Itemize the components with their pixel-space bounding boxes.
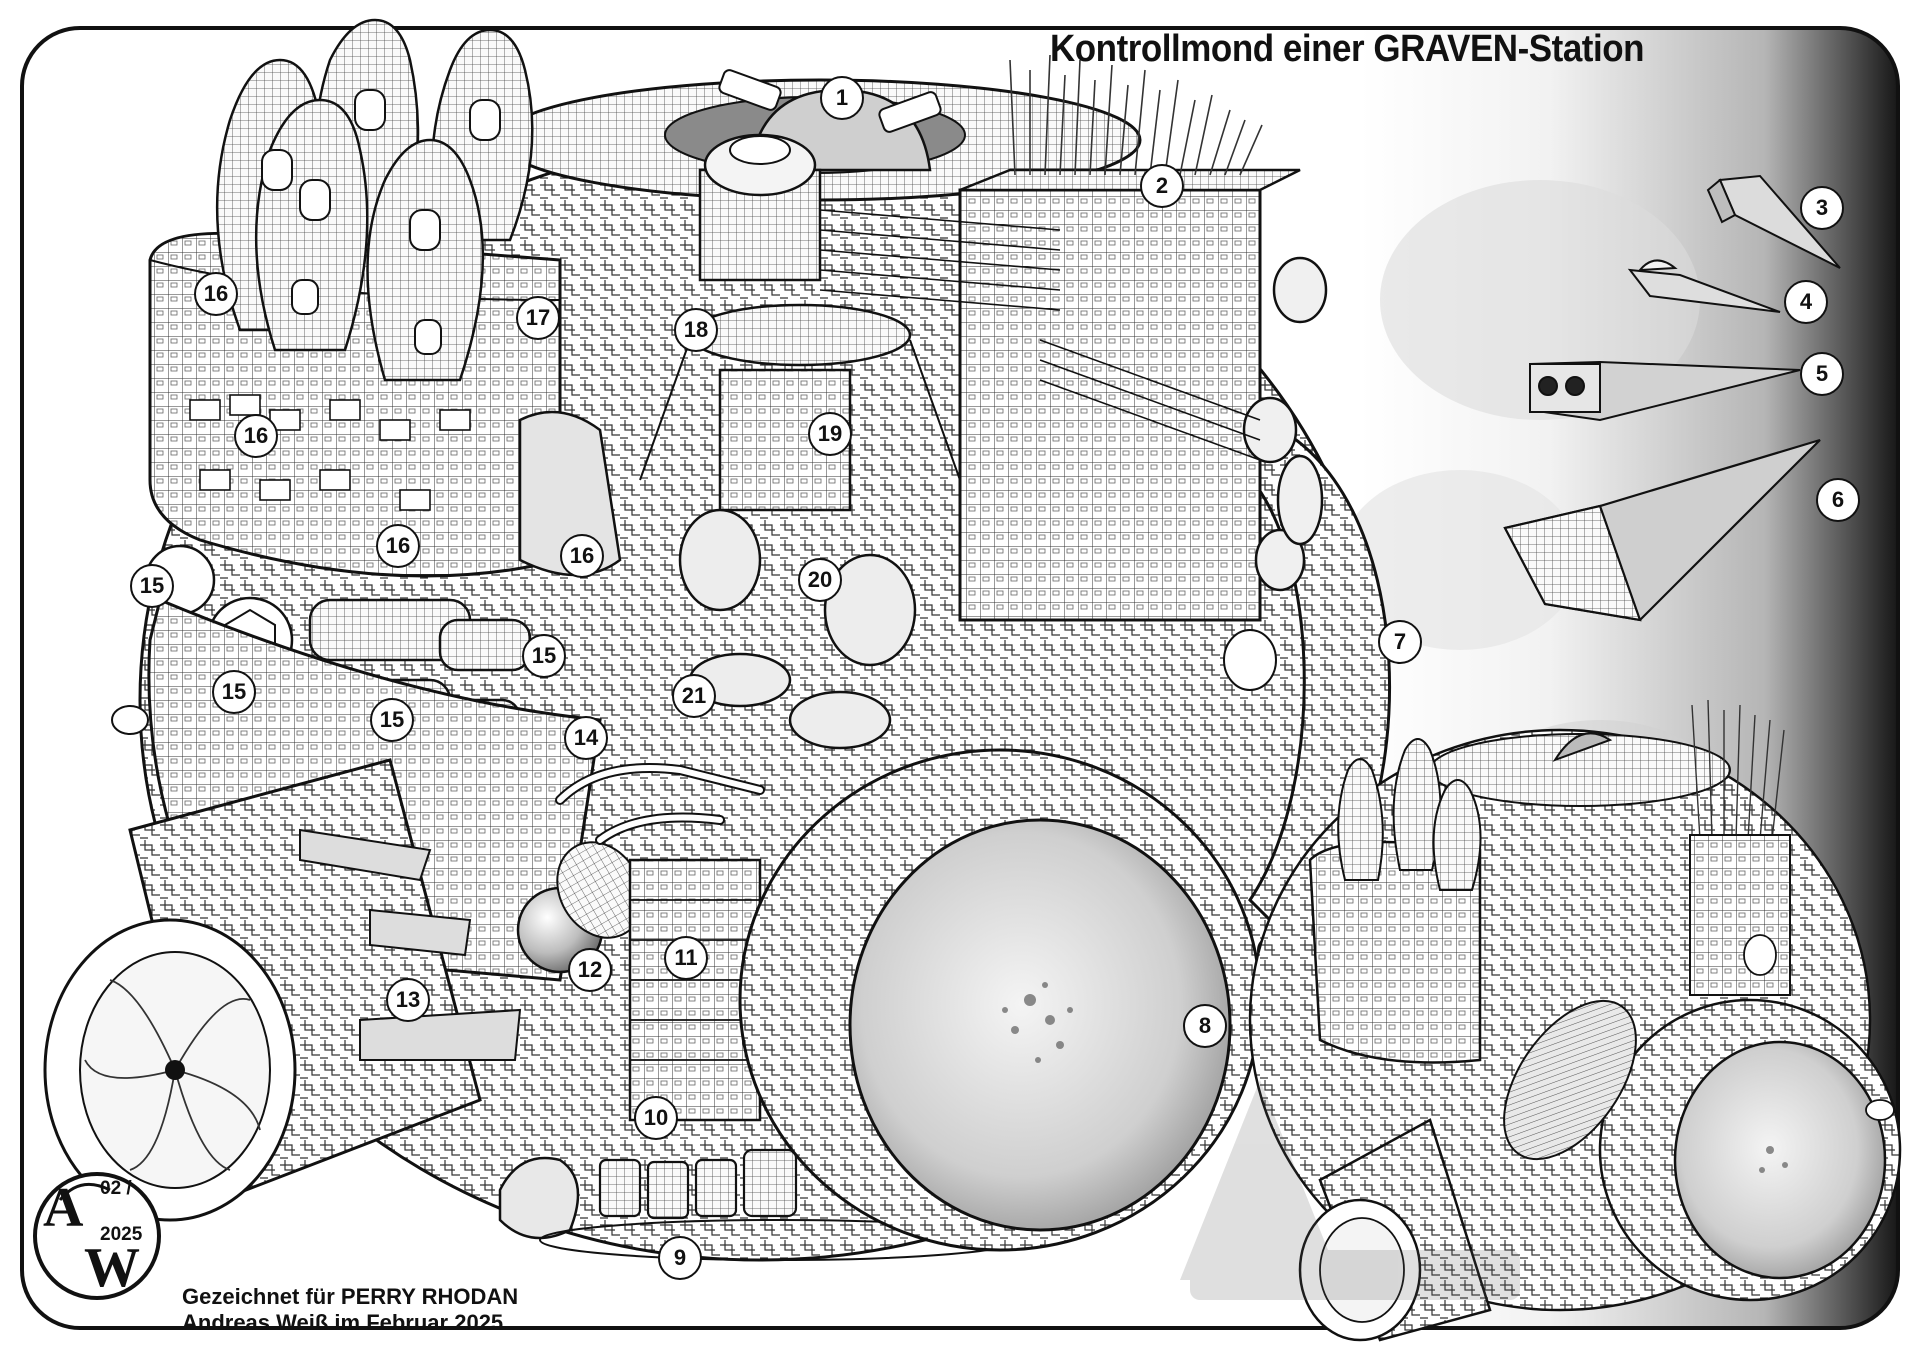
callout-marker: 6: [1816, 478, 1860, 522]
callout-marker: 9: [658, 1236, 702, 1280]
callout-marker: 12: [568, 948, 612, 992]
watermark: [1180, 1080, 1520, 1300]
callout-marker: 15: [522, 634, 566, 678]
poster-title: Kontrollmond einer GRAVEN-Station: [1050, 28, 1645, 70]
overview-station: [1248, 699, 1902, 1342]
ship-4: [1627, 259, 1781, 313]
callout-marker: 11: [664, 936, 708, 980]
callout-marker: 4: [1784, 280, 1828, 324]
signature-issue: 02 /: [100, 1178, 132, 1199]
callout-marker: 15: [130, 564, 174, 608]
credit-line-2: Andreas Weiß im Februar 2025: [182, 1310, 504, 1335]
ship-5: [1529, 360, 1801, 422]
callout-marker: 16: [560, 534, 604, 578]
callout-marker: 19: [808, 412, 852, 456]
callout-marker: 16: [234, 414, 278, 458]
signature-initial-w: W: [84, 1237, 140, 1299]
callout-marker: 8: [1183, 1004, 1227, 1048]
main-station: [43, 18, 1391, 1262]
callout-marker: 18: [674, 308, 718, 352]
callout-marker: 13: [386, 978, 430, 1022]
callout-marker: 7: [1378, 620, 1422, 664]
callout-marker: 1: [820, 76, 864, 120]
signature-year: 2025: [100, 1224, 143, 1245]
frame-border: [20, 26, 1900, 1330]
callout-marker: 5: [1800, 352, 1844, 396]
callout-marker: 10: [634, 1096, 678, 1140]
callout-marker: 20: [798, 558, 842, 602]
signature-initial-a: A: [43, 1177, 84, 1239]
callout-marker: 15: [212, 670, 256, 714]
ship-models: [1503, 174, 1841, 622]
callout-marker: 14: [564, 716, 608, 760]
ship-3: [1706, 174, 1841, 269]
callout-marker: 16: [376, 524, 420, 568]
callout-marker: 17: [516, 296, 560, 340]
callout-marker: 16: [194, 272, 238, 316]
callout-marker: 21: [672, 674, 716, 718]
ship-6: [1503, 438, 1821, 622]
callout-marker: 3: [1800, 186, 1844, 230]
callout-marker: 15: [370, 698, 414, 742]
credit-line-1: Gezeichnet für PERRY RHODAN: [182, 1284, 519, 1309]
callout-marker: 2: [1140, 164, 1184, 208]
